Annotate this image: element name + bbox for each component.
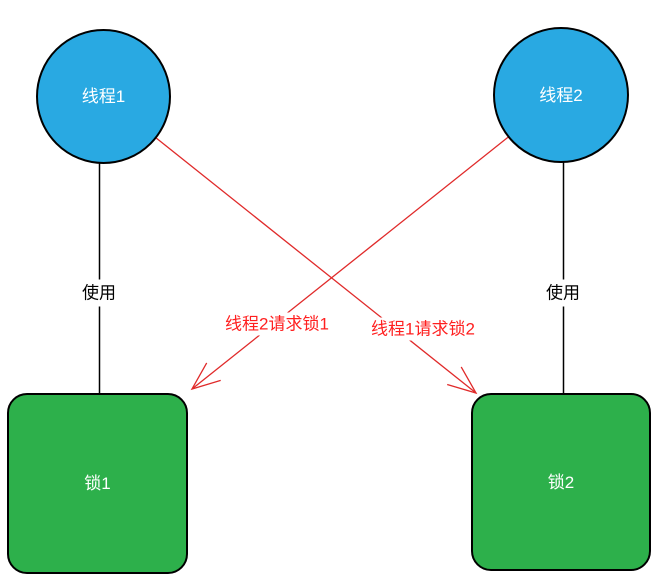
- thread1-label: 线程1: [81, 87, 126, 106]
- use-edge-label-left: 使用: [74, 279, 124, 307]
- lock1-label: 锁1: [84, 474, 111, 493]
- request-edge-label-thread1-lock2: 线程1请求锁2: [366, 317, 480, 341]
- thread2-node: 线程2: [493, 27, 629, 163]
- thread2-label: 线程2: [539, 85, 583, 105]
- lock2-node: 锁2: [471, 393, 651, 571]
- request-edge-thread1-lock2: [103, 95, 477, 394]
- arrowhead-lock2-icon: [447, 366, 478, 395]
- thread1-node: 线程1: [36, 29, 171, 164]
- arrowhead-lock1-icon: [190, 362, 221, 391]
- use-edge-label-right: 使用: [538, 279, 588, 307]
- lock1-node: 锁1: [7, 393, 188, 574]
- request-edge-thread2-lock1: [191, 94, 562, 390]
- lock2-label: 锁2: [547, 472, 575, 492]
- request-edge-label-thread2-lock1: 线程2请求锁1: [220, 312, 334, 336]
